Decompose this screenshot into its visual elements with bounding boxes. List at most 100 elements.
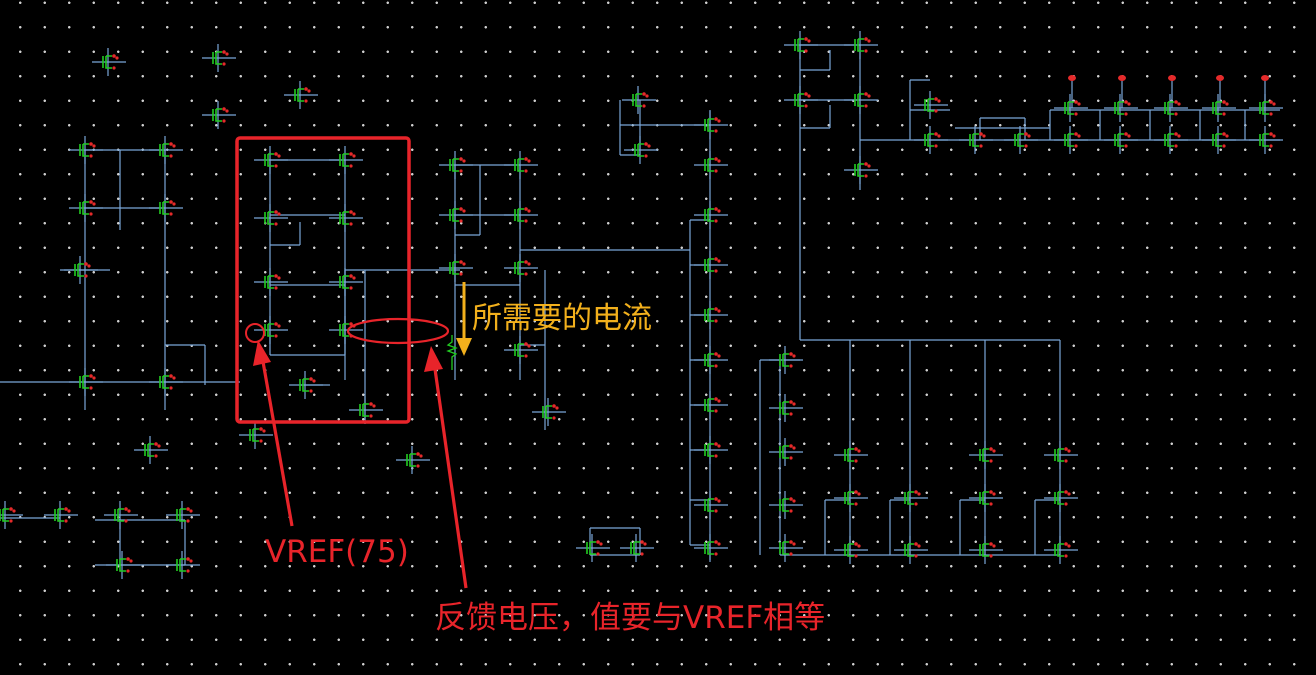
transistor-pin — [717, 354, 721, 358]
transistor-pin — [307, 89, 311, 93]
transistor-symbol — [149, 368, 183, 396]
transistor-pin — [642, 92, 646, 96]
transistor-pin — [1124, 112, 1128, 116]
transistor-pin — [1067, 492, 1071, 496]
transistor-symbol — [202, 44, 236, 72]
transistor-pin — [352, 276, 356, 280]
transistor-symbol — [254, 268, 288, 296]
transistor-symbol — [1249, 94, 1283, 122]
transistor-body — [514, 261, 524, 275]
transistor-pin — [867, 94, 871, 98]
transistor-pin — [714, 157, 718, 161]
transistor-symbol — [202, 101, 236, 129]
transistor-pin — [304, 99, 308, 103]
transistor-pin — [349, 164, 353, 168]
transistor-symbol — [166, 551, 200, 579]
transistor-symbol — [694, 391, 728, 419]
transistor-symbol — [239, 421, 273, 449]
transistor-body — [979, 543, 989, 557]
transistor-pin — [714, 352, 718, 356]
transistor-symbol — [622, 86, 656, 114]
transistor-pin — [717, 399, 721, 403]
transistor-symbol — [1249, 126, 1283, 154]
transistor-pin — [186, 557, 190, 561]
transistor-pin — [864, 104, 868, 108]
transistor-pin — [599, 542, 603, 546]
resistor-symbol — [446, 335, 458, 370]
transistor-body — [264, 153, 274, 167]
transistor-symbol — [0, 501, 23, 529]
transistor-pin — [92, 202, 96, 206]
transistor-symbol — [624, 136, 658, 164]
transistor-pin — [89, 142, 93, 146]
transistor-pin — [989, 447, 993, 451]
transistor-pin — [937, 134, 941, 138]
transistor-pin — [857, 544, 861, 548]
transistor-body — [264, 211, 274, 225]
transistor-pin — [1269, 112, 1273, 116]
transistor-symbol — [44, 501, 78, 529]
transistor-pin — [714, 442, 718, 446]
transistor-pin — [222, 107, 226, 111]
transistor-body — [779, 541, 789, 555]
transistor-symbol — [769, 394, 803, 422]
transistor-pin — [1225, 102, 1229, 106]
transistor-symbol — [329, 204, 363, 232]
transistor-pin — [789, 412, 793, 416]
transistor-pin — [126, 569, 130, 573]
feedback-ellipse-marker — [346, 317, 450, 345]
transistor-symbol — [254, 316, 288, 344]
transistor-pin — [524, 219, 528, 223]
transistor-pin — [172, 144, 176, 148]
transistor-pin — [169, 212, 173, 216]
transistor-pin — [1225, 134, 1229, 138]
transistor-pin — [169, 154, 173, 158]
transistor-pin — [1177, 134, 1181, 138]
transistor-symbol — [844, 31, 878, 59]
transistor-symbol — [694, 436, 728, 464]
transistor-pin — [1064, 502, 1068, 506]
transistor-symbol — [166, 501, 200, 529]
transistor-pin — [189, 559, 193, 563]
transistor-pin — [462, 262, 466, 266]
transistor-pin — [349, 222, 353, 226]
transistor-pin — [643, 542, 647, 546]
feedback-voltage-label: 反馈电压，值要与VREF相等 — [435, 600, 826, 636]
transistor-pin — [1174, 100, 1178, 104]
transistor-body — [794, 38, 804, 52]
device-layer — [0, 31, 1283, 579]
transistor-pin — [804, 92, 808, 96]
transistor-body — [159, 143, 169, 157]
transistor-symbol — [834, 536, 868, 564]
transistor-pin — [1027, 134, 1031, 138]
transistor-pin — [714, 269, 718, 273]
transistor-body — [514, 208, 524, 222]
transistor-pin — [640, 552, 644, 556]
transistor-pin — [854, 502, 858, 506]
transistor-symbol — [694, 491, 728, 519]
transistor-pin — [792, 499, 796, 503]
transistor-body — [969, 133, 979, 147]
transistor-body — [212, 51, 222, 65]
transistor-pin — [854, 490, 858, 494]
transistor-pin — [1077, 102, 1081, 106]
transistor-pin — [416, 452, 420, 456]
transistor-pin — [914, 542, 918, 546]
transistor-symbol — [694, 534, 728, 562]
transistor-pin — [714, 219, 718, 223]
transistor-pin — [312, 379, 316, 383]
transistor-body — [1054, 491, 1064, 505]
transistor-pin — [154, 454, 158, 458]
transistor-pin — [934, 132, 938, 136]
transistor-pin — [789, 364, 793, 368]
transistor-pin — [129, 559, 133, 563]
transistor-symbol — [1154, 94, 1188, 122]
transistor-pin — [717, 159, 721, 163]
transistor-pin — [934, 97, 938, 101]
feedback-arrow-shaft — [432, 361, 468, 589]
transistor-pin — [1174, 112, 1178, 116]
transistor-pin — [789, 444, 793, 448]
transistor-pin — [154, 442, 158, 446]
